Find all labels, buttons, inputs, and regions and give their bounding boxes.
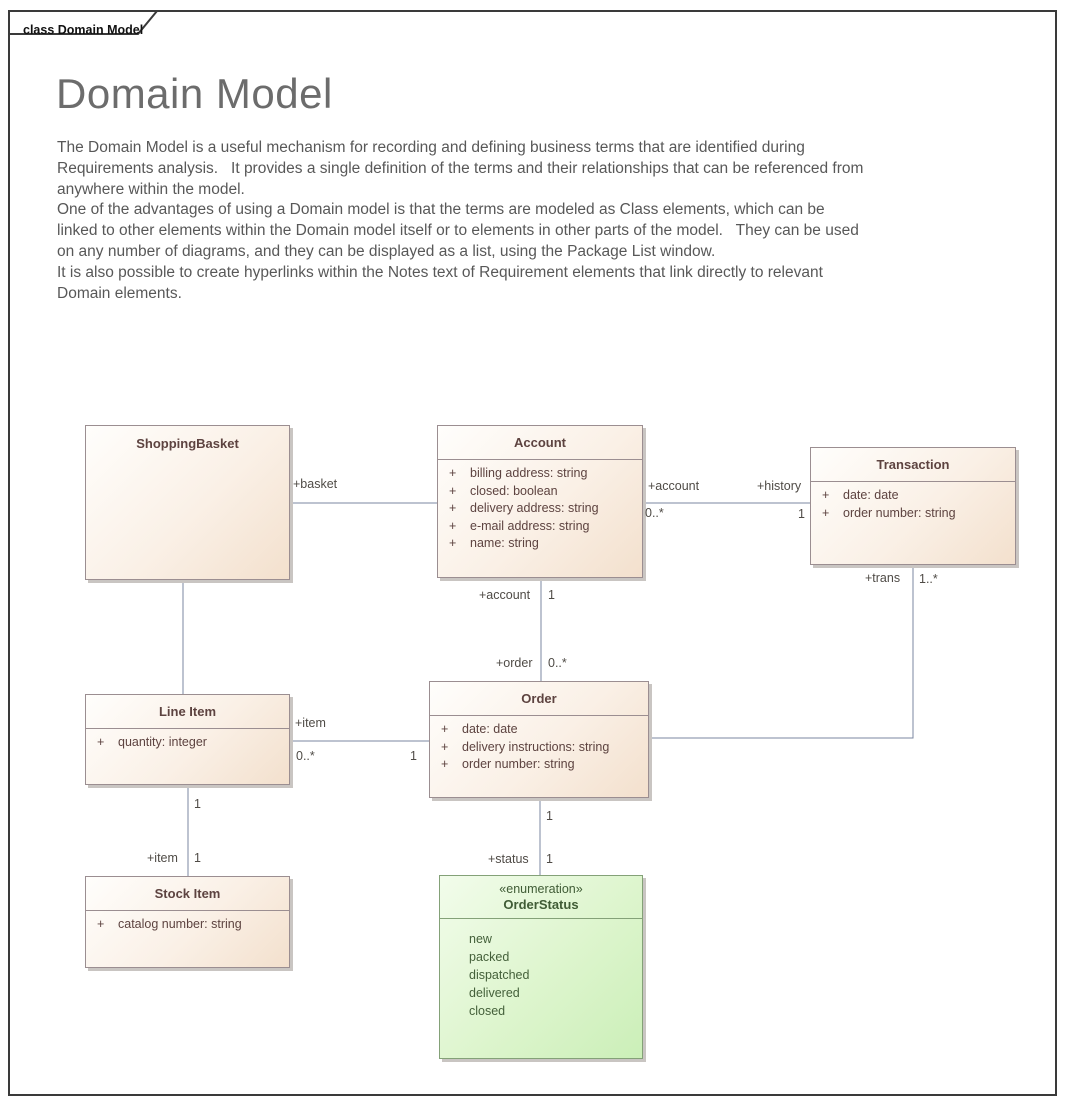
enum-literal: packed [469, 950, 510, 964]
class-transaction-attributes: +date: date +order number: string [811, 482, 1015, 522]
role-label-stock-item: +item [147, 851, 178, 865]
notes-line: Domain elements. [57, 284, 182, 302]
mult-label-account-order: 1 [548, 588, 555, 602]
attribute: +delivery address: string [449, 501, 599, 515]
frame-tab-shape [8, 10, 160, 35]
role-label-trans: +trans [865, 571, 901, 585]
mult-label-stockitem: 1 [194, 851, 201, 865]
notes-line: One of the advantages of using a Domain … [57, 201, 825, 219]
class-shoppingbasket[interactable]: ShoppingBasket [85, 425, 290, 580]
notes-line: linked to other elements within the Doma… [57, 222, 859, 240]
class-stockitem-attributes: +catalog number: string [86, 911, 289, 934]
mult-label-history: 1 [798, 507, 805, 521]
class-stockitem-name: Stock Item [86, 877, 289, 911]
attribute: +order number: string [441, 757, 575, 771]
class-transaction-name: Transaction [811, 448, 1015, 482]
enum-literal: delivered [469, 986, 520, 1000]
mult-label-order-status: 1 [546, 809, 553, 823]
mult-label-order: 0..* [548, 656, 567, 670]
mult-label-trans: 1..* [919, 572, 938, 586]
attribute: +name: string [449, 536, 539, 550]
class-lineitem-attributes: +quantity: integer [86, 729, 289, 752]
attribute: +date: date [822, 488, 899, 502]
notes-line: It is also possible to create hyperlinks… [57, 263, 823, 281]
attribute: +catalog number: string [97, 917, 242, 931]
enum-orderstatus-name: OrderStatus [503, 897, 579, 912]
connector-order-transaction[interactable] [649, 565, 914, 739]
enum-stereotype: «enumeration» [499, 882, 583, 896]
mult-label-status: 1 [546, 852, 553, 866]
class-order[interactable]: Order +date: date +delivery instructions… [429, 681, 649, 798]
mult-label-item-order: 1 [410, 749, 417, 763]
role-label-history: +history [757, 479, 802, 493]
role-label-account-order: +account [479, 588, 531, 602]
attribute: +e-mail address: string [449, 518, 590, 533]
enum-orderstatus[interactable]: «enumeration» OrderStatus new packed dis… [439, 875, 643, 1059]
notes-line: Requirements analysis. It provides a sin… [57, 159, 864, 177]
class-transaction[interactable]: Transaction +date: date +order number: s… [810, 447, 1016, 565]
enum-literal: dispatched [469, 968, 530, 982]
class-shoppingbasket-name: ShoppingBasket [136, 435, 239, 451]
enum-orderstatus-literals: new packed dispatched delivered closed [440, 919, 642, 1020]
page-title: Domain Model [56, 70, 333, 117]
role-label-order: +order [496, 656, 533, 670]
class-account[interactable]: Account +billing address: string +closed… [437, 425, 643, 578]
role-label-status: +status [488, 852, 529, 866]
enum-literal: closed [469, 1004, 506, 1018]
role-label-item: +item [295, 716, 326, 730]
attribute: +order number: string [822, 505, 956, 520]
notes-line: anywhere within the model. [57, 180, 245, 198]
mult-label-item: 0..* [296, 749, 315, 763]
role-label-basket: +basket [293, 477, 338, 491]
enum-literal: new [469, 932, 492, 946]
notes-line: The Domain Model is a useful mechanism f… [57, 139, 805, 156]
class-order-attributes: +date: date +delivery instructions: stri… [430, 716, 648, 774]
class-order-name: Order [430, 682, 648, 716]
class-stockitem[interactable]: Stock Item +catalog number: string [85, 876, 290, 968]
class-account-attributes: +billing address: string +closed: boolea… [438, 460, 642, 553]
attribute: +quantity: integer [97, 735, 207, 749]
mult-label-account: 0..* [645, 506, 664, 520]
mult-label-lineitem: 1 [194, 797, 201, 811]
diagram-notes: The Domain Model is a useful mechanism f… [57, 138, 863, 304]
attribute: +closed: boolean [449, 483, 558, 498]
role-label-account: +account [648, 479, 700, 493]
attribute: +delivery instructions: string [441, 739, 610, 754]
class-lineitem-name: Line Item [86, 695, 289, 729]
attribute: +date: date [441, 722, 518, 736]
attribute: +billing address: string [449, 466, 588, 480]
notes-line: on any number of diagrams, and they can … [57, 242, 716, 260]
class-lineitem[interactable]: Line Item +quantity: integer [85, 694, 290, 785]
frame-tab: class Domain Model [8, 10, 160, 37]
class-account-name: Account [438, 426, 642, 460]
enum-orderstatus-header: «enumeration» OrderStatus [440, 876, 642, 919]
frame-tab-label: class Domain Model [23, 23, 144, 37]
